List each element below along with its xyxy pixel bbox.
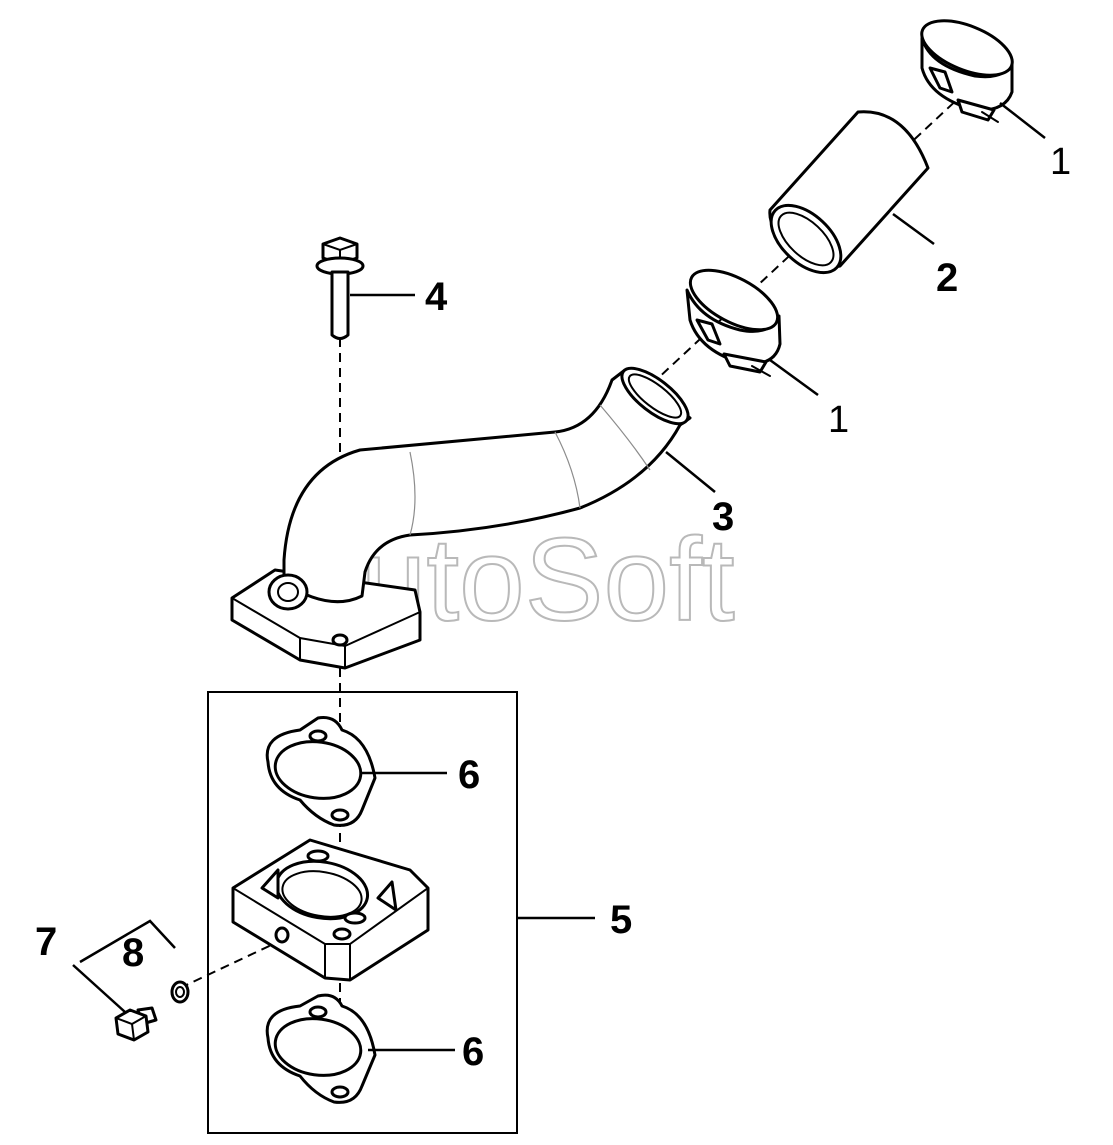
gasket-upper — [265, 716, 377, 827]
drain-plug — [114, 1006, 158, 1042]
clamp-upper — [920, 19, 1014, 123]
callout-pipe: 3 — [712, 495, 734, 539]
gasket-lower — [265, 993, 377, 1104]
callout-clamp-lower: 1 — [828, 399, 849, 441]
callout-plug: 7 — [35, 920, 57, 964]
hose — [768, 110, 930, 275]
elbow-pipe — [230, 366, 692, 670]
sealing-washer — [170, 980, 190, 1004]
callout-hose: 2 — [936, 256, 958, 300]
callout-gasket-lower: 6 — [462, 1030, 484, 1074]
flange-bolt — [315, 236, 365, 340]
spacer-block — [231, 838, 430, 982]
callout-bolt: 4 — [425, 275, 448, 319]
callout-clamp-upper: 1 — [1050, 141, 1071, 183]
callout-gasket-upper: 6 — [458, 753, 480, 797]
callout-washer: 8 — [122, 931, 144, 975]
leader-lines — [72, 102, 1046, 1052]
clamp-lower — [685, 268, 782, 377]
kit-box — [207, 691, 518, 1134]
callout-kit: 5 — [610, 898, 632, 942]
